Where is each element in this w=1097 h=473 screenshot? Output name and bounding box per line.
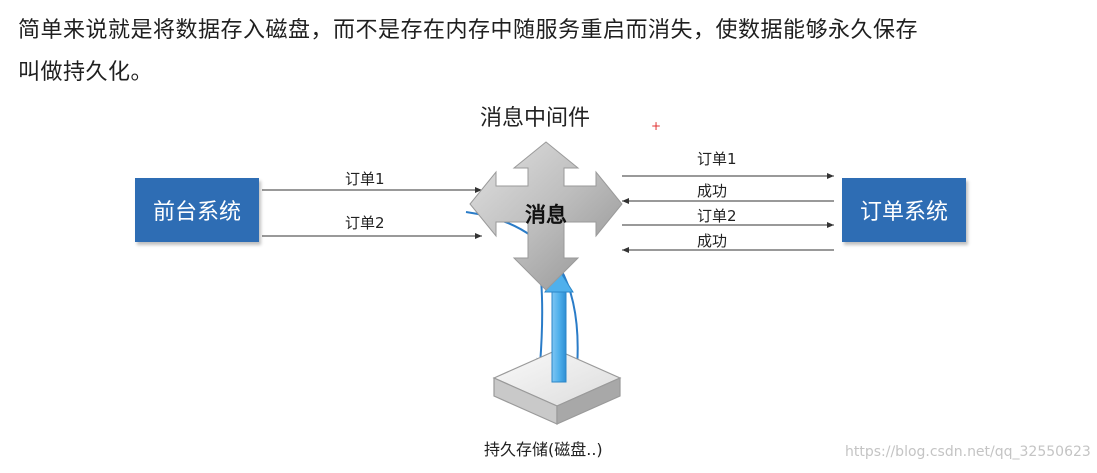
frontend-system-box: 前台系统 (135, 178, 259, 242)
message-hub-icon (469, 141, 623, 291)
watermark: https://blog.csdn.net/qq_32550623 (845, 444, 1091, 460)
intro-line-2: 叫做持久化。 (18, 60, 154, 85)
edge-label-right-4: 成功 (697, 232, 728, 250)
intro-line-1: 简单来说就是将数据存入磁盘，而不是存在内存中随服务重启而消失，使数据能够永久保存 (18, 18, 919, 43)
edge-label-right-3: 订单2 (697, 207, 737, 225)
plus-mark-icon: + (651, 119, 662, 133)
edge-label-right-2: 成功 (697, 182, 728, 200)
hub-label: 消息 (525, 203, 567, 227)
upward-arrow-icon (544, 269, 574, 383)
storage-label: 持久存储(磁盘..) (484, 440, 603, 459)
edge-label-left-1: 订单1 (345, 170, 385, 188)
order-system-box: 订单系统 (842, 178, 966, 242)
middleware-title: 消息中间件 (480, 106, 591, 131)
edge-label-right-1: 订单1 (697, 150, 737, 168)
edge-label-left-2: 订单2 (345, 214, 385, 232)
intro-paragraph: 简单来说就是将数据存入磁盘，而不是存在内存中随服务重启而消失，使数据能够永久保存… (18, 10, 1088, 94)
